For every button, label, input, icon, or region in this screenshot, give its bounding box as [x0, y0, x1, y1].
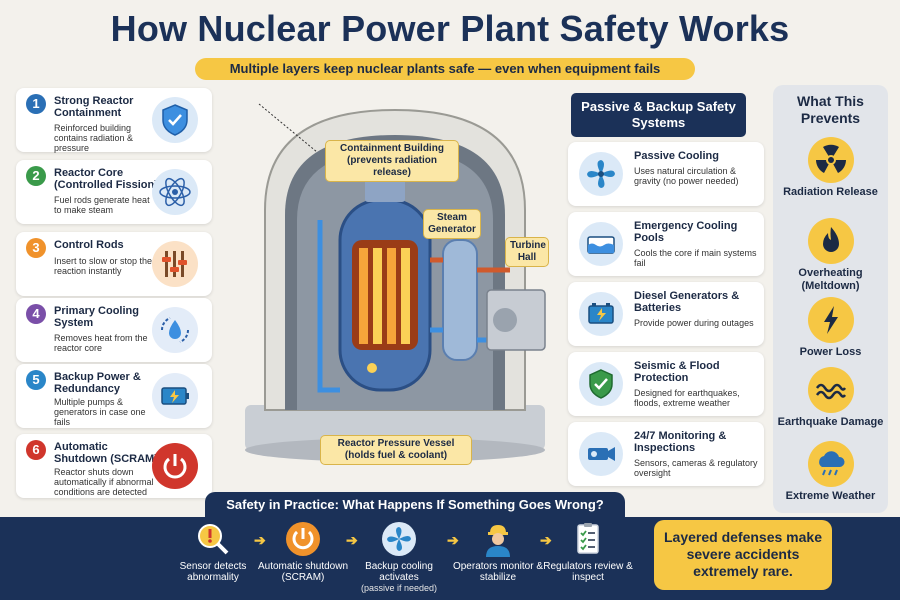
- item-title: Strong Reactor Containment: [54, 95, 134, 119]
- prevents-title: What This Prevents: [797, 93, 864, 126]
- step-label: Sensor detects abnormality: [179, 561, 247, 583]
- reactor-diagram: Containment Building (prevents radiation…: [225, 90, 565, 490]
- item-title: Automatic Shutdown (SCRAM): [54, 441, 158, 465]
- left-item-containment: 1 Strong Reactor Containment Reinforced …: [16, 88, 212, 153]
- callout-containment-building: Containment Building (prevents radiation…: [325, 140, 459, 182]
- item-title: Primary Cooling System: [54, 305, 139, 329]
- left-item-automatic-shutdown: 6 Automatic Shutdown (SCRAM) Reactor shu…: [16, 434, 212, 498]
- item-desc: Fuel rods generate heat to make steam: [54, 195, 150, 215]
- power-button-icon: [152, 443, 198, 489]
- item-desc: Sensors, cameras & regulatory oversight: [634, 458, 758, 478]
- item-desc: Designed for earthquakes, floods, extrem…: [634, 388, 740, 408]
- prevent-label: Earthquake Damage: [777, 416, 884, 428]
- left-item-control-rods: 3 Control Rods Insert to slow or stop th…: [16, 232, 212, 296]
- step-backup-cooling: Backup cooling activates (passive if nee…: [351, 517, 447, 593]
- prevent-label: Overheating (Meltdown): [798, 267, 863, 292]
- step-number: 4: [26, 304, 46, 324]
- prevent-extreme-weather: Extreme Weather: [773, 441, 888, 503]
- battery-bolt-icon: [578, 291, 624, 337]
- callout-steam-generator: Steam Generator: [423, 209, 481, 239]
- flow-arrow: ➔: [254, 532, 266, 548]
- subtitle-banner: Multiple layers keep nuclear plants safe…: [195, 58, 695, 80]
- battery-icon: [152, 373, 198, 419]
- step-label: Automatic shutdown (SCRAM): [257, 561, 349, 583]
- flame-icon: [807, 218, 854, 264]
- step-operators-monitor: Operators monitor & stabilize: [450, 517, 546, 583]
- left-item-primary-cooling: 4 Primary Cooling System Removes heat fr…: [16, 298, 212, 362]
- prevent-overheating: Overheating (Meltdown): [773, 218, 888, 293]
- left-item-reactor-core: 2 Reactor Core (Controlled Fission) Fuel…: [16, 160, 212, 224]
- prevent-label: Radiation Release: [783, 186, 878, 198]
- item-desc: Reinforced building contains radiation &…: [54, 123, 134, 153]
- step-label: Regulators review & inspect: [543, 561, 633, 583]
- clipboard-icon: [568, 519, 608, 559]
- step-label: Operators monitor & stabilize: [452, 561, 544, 583]
- prevent-earthquake-damage: Earthquake Damage: [773, 367, 888, 429]
- camera-icon: [578, 431, 624, 477]
- item-desc: Insert to slow or stop the reaction inst…: [54, 256, 153, 276]
- step-sensor-detects: Sensor detects abnormality: [165, 517, 261, 583]
- flow-arrow: ➔: [540, 532, 552, 548]
- radiation-icon: [807, 137, 854, 183]
- step-number: 3: [26, 238, 46, 258]
- right-item-monitoring: 24/7 Monitoring & Inspections Sensors, c…: [568, 422, 764, 486]
- item-title: Control Rods: [54, 239, 124, 251]
- storm-cloud-icon: [807, 441, 854, 487]
- pool-icon: [578, 221, 624, 267]
- passive-backup-header: Passive & Backup Safety Systems: [571, 93, 746, 137]
- item-title: 24/7 Monitoring & Inspections: [634, 430, 727, 454]
- prevents-panel: What This Prevents Radiation Release Ove…: [773, 85, 888, 513]
- atom-icon: [152, 169, 198, 215]
- conclusion-box: Layered defenses make severe accidents e…: [654, 520, 832, 590]
- step-automatic-shutdown: Automatic shutdown (SCRAM): [255, 517, 351, 583]
- flow-arrow: ➔: [346, 532, 358, 548]
- prevent-radiation-release: Radiation Release: [773, 137, 888, 199]
- item-title: Emergency Cooling Pools: [634, 220, 738, 244]
- step-number: 5: [26, 370, 46, 390]
- water-drop-cycle-icon: [152, 307, 198, 353]
- callout-turbine-hall: Turbine Hall: [505, 237, 549, 267]
- step-regulators-review: Regulators review & inspect: [540, 517, 636, 583]
- item-desc: Removes heat from the reactor core: [54, 333, 148, 353]
- bottom-title: Safety in Practice: What Happens If Some…: [205, 492, 625, 518]
- step-label: Backup cooling activates: [365, 561, 433, 583]
- right-item-passive-cooling: Passive Cooling Uses natural circulation…: [568, 142, 764, 206]
- seismic-wave-icon: [807, 367, 854, 413]
- magnifier-alert-icon: [193, 519, 233, 559]
- left-item-backup-power: 5 Backup Power & Redundancy Multiple pum…: [16, 364, 212, 428]
- fan-icon: [578, 151, 624, 197]
- prevent-power-loss: Power Loss: [773, 297, 888, 359]
- power-button-icon: [283, 519, 323, 559]
- step-number: 1: [26, 94, 46, 114]
- item-desc: Reactor shuts down automatically if abno…: [54, 467, 154, 497]
- item-title: Seismic & Flood Protection: [634, 360, 720, 384]
- item-title: Reactor Core (Controlled Fission): [54, 167, 158, 191]
- operator-icon: [478, 519, 518, 559]
- lightning-icon: [807, 297, 854, 343]
- control-rods-icon: [152, 241, 198, 287]
- step-sublabel: (passive if needed): [360, 583, 438, 593]
- prevent-label: Power Loss: [799, 346, 862, 358]
- step-number: 6: [26, 440, 46, 460]
- shield-check-icon: [578, 361, 624, 407]
- right-item-emergency-pools: Emergency Cooling Pools Cools the core i…: [568, 212, 764, 276]
- item-desc: Cools the core if main systems fail: [634, 248, 757, 268]
- right-item-diesel-generators: Diesel Generators & Batteries Provide po…: [568, 282, 764, 346]
- item-desc: Multiple pumps & generators in case one …: [54, 397, 146, 427]
- flow-arrow: ➔: [447, 532, 459, 548]
- prevent-label: Extreme Weather: [785, 490, 876, 502]
- page-title: How Nuclear Power Plant Safety Works: [110, 8, 790, 49]
- item-title: Backup Power & Redundancy: [54, 371, 141, 395]
- item-title: Passive Cooling: [634, 150, 719, 162]
- fan-icon: [379, 519, 419, 559]
- item-title: Diesel Generators & Batteries: [634, 290, 740, 314]
- callout-reactor-pressure-vessel: Reactor Pressure Vessel (holds fuel & co…: [320, 435, 472, 465]
- shield-check-icon: [152, 97, 198, 143]
- step-number: 2: [26, 166, 46, 186]
- item-desc: Uses natural circulation & gravity (no p…: [634, 166, 739, 186]
- item-desc: Provide power during outages: [634, 318, 754, 328]
- right-item-seismic-flood: Seismic & Flood Protection Designed for …: [568, 352, 764, 416]
